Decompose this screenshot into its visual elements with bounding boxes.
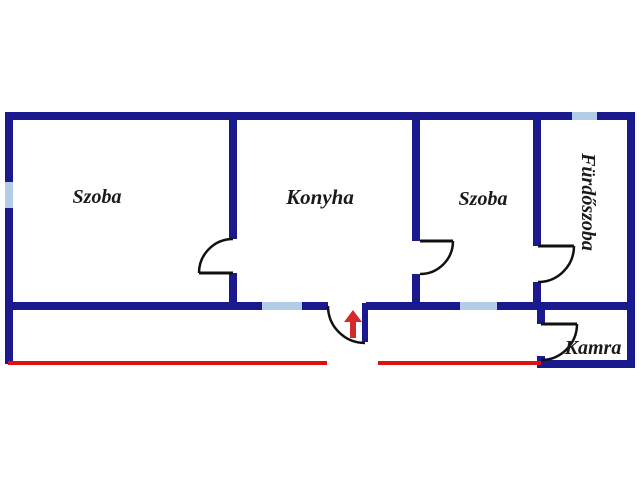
entrance-arrow-icon: [350, 320, 356, 338]
wall-divider-kitchen-room2-upper: [412, 120, 420, 241]
door-arc-room1: [197, 237, 234, 274]
door-arc-bathroom: [537, 245, 576, 284]
wall-left: [5, 112, 13, 364]
wall-right: [627, 112, 635, 368]
room-label-room2: Szoba: [458, 188, 508, 210]
door-arc-room2: [419, 240, 455, 276]
wall-pantry-bottom: [537, 360, 635, 368]
wall-divider-room2-bathroom-lower: [533, 282, 541, 310]
window-corridor-1: [262, 302, 302, 310]
wall-top: [5, 112, 635, 120]
wall-divider-kitchen-room2-lower: [412, 274, 420, 310]
wall-pantry-left-upper: [537, 310, 545, 324]
wall-divider-room2-bathroom-upper: [533, 120, 541, 246]
wall-corridor-seg3: [366, 302, 460, 310]
room-label-pantry: Kamra: [564, 337, 622, 359]
wall-corridor-seg1: [5, 302, 262, 310]
wall-divider-room1-kitchen-upper: [229, 120, 237, 239]
window-left-wall: [5, 182, 13, 208]
terrace-line-left: [8, 361, 327, 365]
wall-corridor-seg2: [302, 302, 328, 310]
wall-divider-room1-kitchen-lower: [229, 273, 237, 310]
window-top-wall: [572, 112, 597, 120]
room-label-room1: Szoba: [72, 186, 122, 208]
window-corridor-2: [460, 302, 497, 310]
entrance-door-leaf: [362, 303, 368, 342]
room-label-kitchen: Konyha: [286, 185, 354, 209]
terrace-line-right: [378, 361, 541, 365]
entrance-arrow-head-icon: [344, 310, 362, 322]
room-label-bathroom: Fürdőszoba: [577, 153, 599, 251]
wall-pantry-left-lower: [537, 356, 545, 368]
wall-corridor-seg4: [497, 302, 635, 310]
